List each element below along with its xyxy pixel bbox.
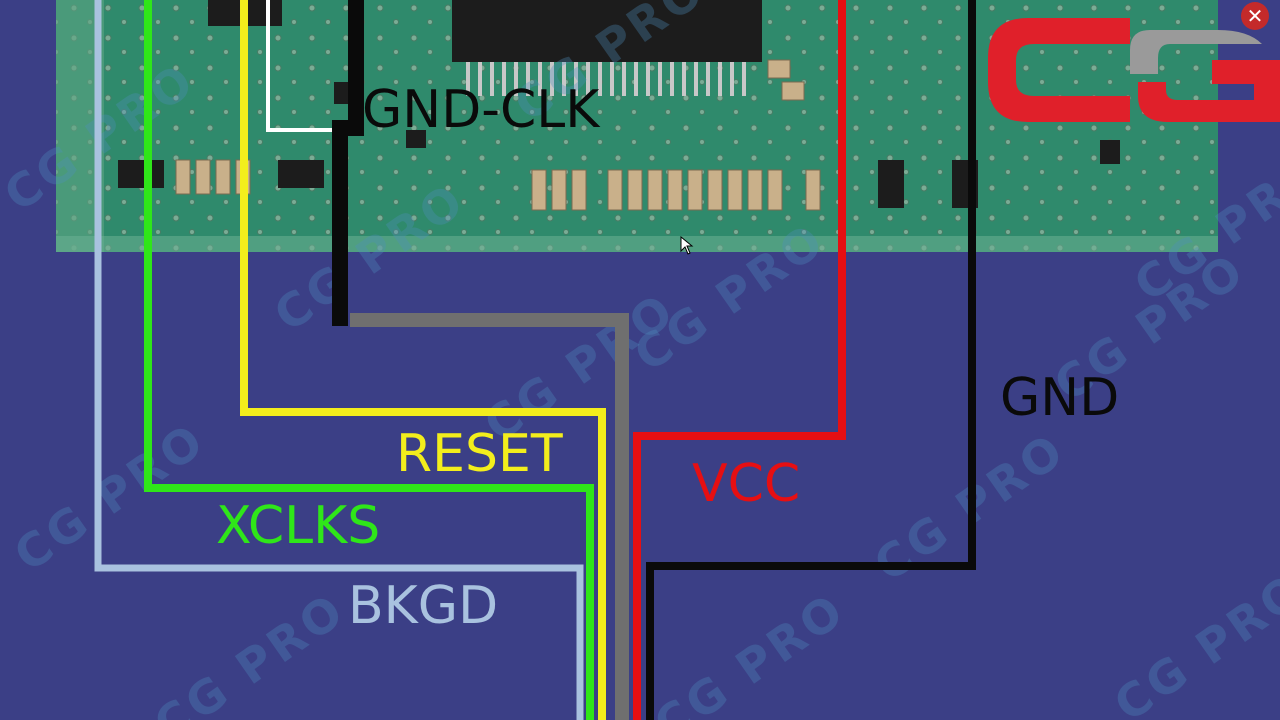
wire-bkgd bbox=[94, 0, 584, 720]
mouse-cursor-icon bbox=[680, 236, 694, 255]
wire-gnd-clk bbox=[332, 0, 364, 326]
label-reset: RESET bbox=[396, 424, 563, 484]
label-bkgd: BKGD bbox=[348, 576, 499, 636]
wire-xclks bbox=[144, 0, 594, 720]
label-gnd: GND bbox=[1000, 368, 1120, 428]
wire-gnd bbox=[646, 0, 976, 720]
wire-vcc bbox=[633, 0, 846, 720]
wire-gray bbox=[350, 313, 629, 720]
label-vcc: VCC bbox=[692, 454, 801, 514]
cg-logo bbox=[988, 18, 1280, 122]
wire-reset bbox=[240, 0, 606, 720]
label-xclks: XCLKS bbox=[216, 496, 381, 556]
label-gnd-clk: GND-CLK bbox=[362, 80, 600, 140]
wire-gnd-clk-white bbox=[266, 0, 342, 186]
close-button[interactable]: ✕ bbox=[1241, 2, 1269, 30]
